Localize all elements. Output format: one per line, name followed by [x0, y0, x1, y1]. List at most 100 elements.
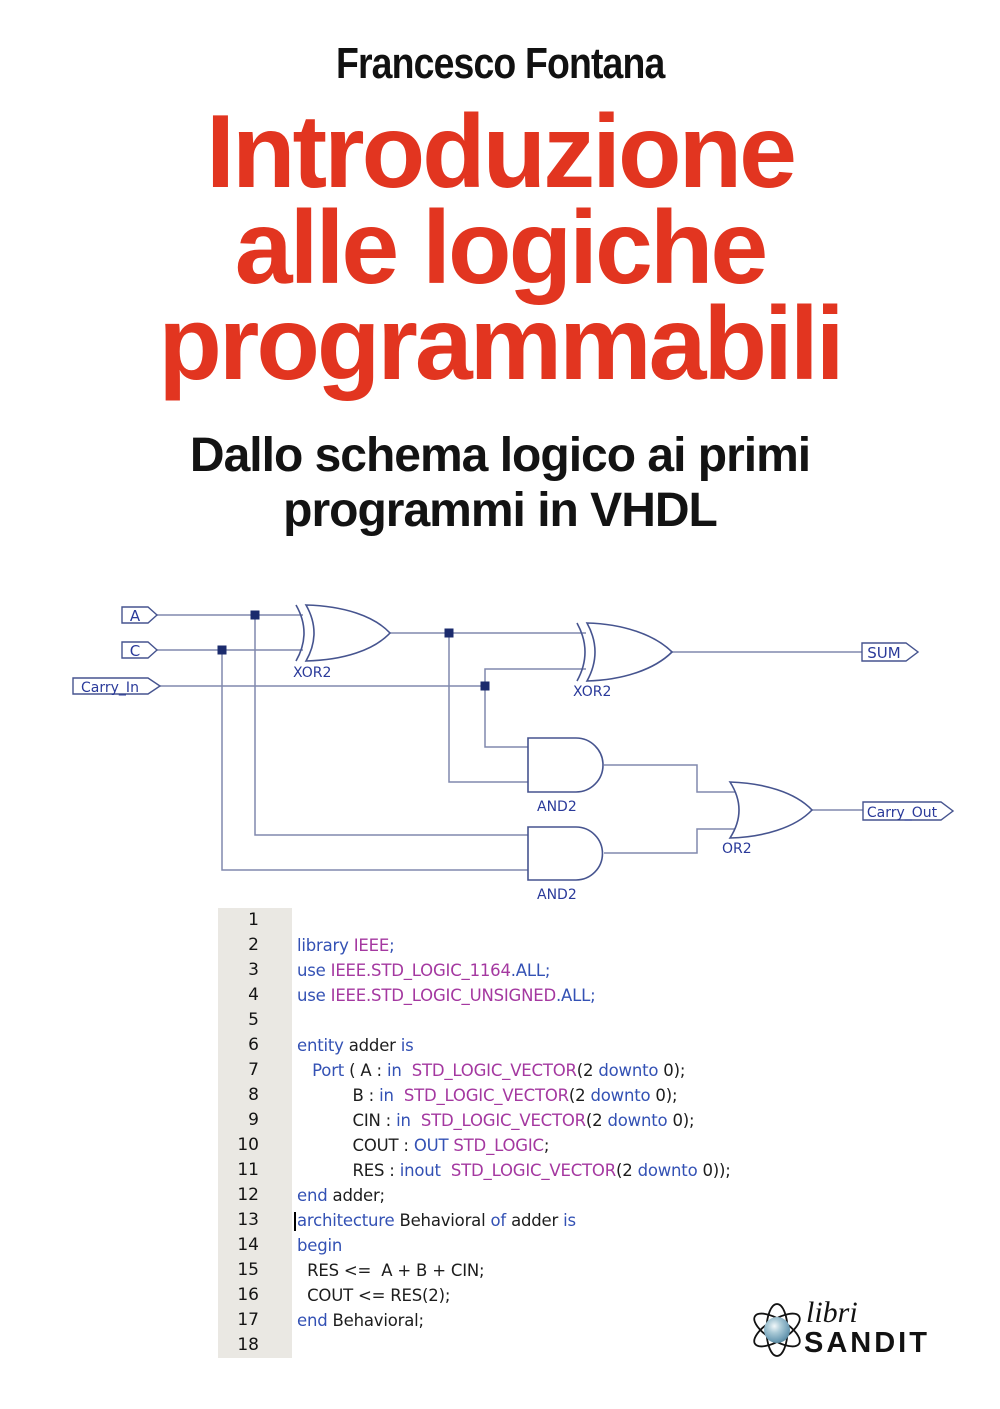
code-token: downto — [607, 1111, 668, 1130]
xor-gate-1: XOR2 — [293, 604, 392, 681]
code-token: end — [297, 1186, 333, 1205]
line-number: 8 — [218, 1083, 292, 1108]
xor1-label: XOR2 — [293, 665, 331, 681]
code-text: COUT : OUT STD_LOGIC; — [292, 1133, 549, 1158]
code-token — [402, 1061, 412, 1080]
title-line-3: programmabili — [158, 286, 844, 402]
port-carry-in-label: Carry_In — [81, 680, 139, 696]
line-number: 11 — [218, 1158, 292, 1183]
subtitle-line-1: Dallo schema logico ai primi — [189, 429, 811, 482]
code-token: ( A : — [349, 1061, 387, 1080]
code-line: 16 COUT <= RES(2); — [218, 1283, 731, 1308]
code-text — [292, 1008, 297, 1033]
line-number: 13 — [218, 1208, 292, 1233]
port-carry-out-label: Carry_Out — [867, 805, 938, 821]
code-text: entity adder is — [292, 1033, 414, 1058]
line-number: 16 — [218, 1283, 292, 1308]
port-sum: SUM — [861, 642, 920, 662]
code-token: architecture — [297, 1211, 400, 1230]
code-token — [441, 1161, 451, 1180]
code-token: in — [396, 1111, 411, 1130]
and2-label: AND2 — [537, 887, 577, 903]
code-token: CIN : — [297, 1111, 397, 1130]
line-number: 1 — [218, 908, 292, 933]
code-token: 0); — [667, 1111, 695, 1130]
line-number: 18 — [218, 1333, 292, 1358]
code-text: library IEEE; — [292, 933, 395, 958]
code-token: in — [379, 1086, 394, 1105]
line-number: 14 — [218, 1233, 292, 1258]
code-token: RES <= A + B + CIN; — [297, 1261, 485, 1280]
code-text: use IEEE.STD_LOGIC_1164.ALL; — [292, 958, 550, 983]
publisher-logo: libri SANDIT — [753, 1296, 930, 1359]
code-token: (2 — [568, 1086, 591, 1105]
atom-icon — [753, 1303, 801, 1357]
line-number: 5 — [218, 1008, 292, 1033]
code-token: IEEE.STD_LOGIC_1164 — [330, 961, 511, 980]
circuit-wires — [157, 614, 863, 871]
code-token: .ALL; — [556, 986, 596, 1005]
code-text: COUT <= RES(2); — [292, 1283, 450, 1308]
code-token: COUT <= RES(2); — [297, 1286, 451, 1305]
port-carry-out: Carry_Out — [862, 801, 955, 821]
code-token: (2 — [576, 1061, 599, 1080]
line-number: 9 — [218, 1108, 292, 1133]
code-token: use — [297, 986, 331, 1005]
code-token: IEEE.STD_LOGIC_UNSIGNED — [330, 986, 557, 1005]
line-number: 4 — [218, 983, 292, 1008]
code-token — [394, 1086, 404, 1105]
code-line: 18 — [218, 1333, 731, 1358]
line-number: 2 — [218, 933, 292, 958]
code-line: 14 begin — [218, 1233, 731, 1258]
code-token: (2 — [585, 1111, 608, 1130]
code-token: inout — [399, 1161, 441, 1180]
code-token: downto — [598, 1061, 659, 1080]
code-line: 12 end adder; — [218, 1183, 731, 1208]
xor-gate-2: XOR2 — [573, 622, 674, 700]
code-token: (2 — [615, 1161, 638, 1180]
code-token: IEEE — [353, 936, 390, 955]
line-number: 12 — [218, 1183, 292, 1208]
code-token: STD_LOGIC_VECTOR — [450, 1161, 616, 1180]
port-a-label: A — [130, 607, 141, 625]
and1-label: AND2 — [537, 799, 577, 815]
logo-sandit-text: SANDIT — [804, 1327, 930, 1359]
code-token: 0)); — [697, 1161, 731, 1180]
code-line: 10 COUT : OUT STD_LOGIC; — [218, 1133, 731, 1158]
code-token: entity — [297, 1036, 349, 1055]
code-text: begin — [292, 1233, 342, 1258]
code-token: STD_LOGIC_VECTOR — [420, 1111, 586, 1130]
code-line: 7 Port ( A : in STD_LOGIC_VECTOR(2 downt… — [218, 1058, 731, 1083]
or-gate: OR2 — [722, 781, 814, 857]
code-text — [292, 908, 297, 933]
code-token: in — [386, 1061, 402, 1080]
title-line-1: Introduzione — [206, 94, 797, 210]
wire-junctions — [217, 610, 490, 691]
code-line: 11 RES : inout STD_LOGIC_VECTOR(2 downto… — [218, 1158, 731, 1183]
code-token: begin — [297, 1236, 343, 1255]
author-name: Francesco Fontana — [0, 38, 1000, 90]
code-token: 0); — [650, 1086, 678, 1105]
port-c-label: C — [130, 642, 140, 660]
or-label: OR2 — [722, 841, 752, 857]
line-number: 17 — [218, 1308, 292, 1333]
code-token: COUT : — [297, 1136, 414, 1155]
logo-libri-text: libri — [806, 1296, 858, 1329]
code-token: Port — [312, 1061, 350, 1080]
line-number: 15 — [218, 1258, 292, 1283]
line-number: 10 — [218, 1133, 292, 1158]
code-line: 15 RES <= A + B + CIN; — [218, 1258, 731, 1283]
line-number: 7 — [218, 1058, 292, 1083]
code-token: STD_LOGIC_VECTOR — [403, 1086, 569, 1105]
code-token: ; — [543, 1136, 550, 1155]
code-token: .ALL; — [510, 961, 551, 980]
author-name-text: Francesco Fontana — [335, 39, 665, 88]
code-text: Port ( A : in STD_LOGIC_VECTOR(2 downto … — [292, 1058, 685, 1083]
code-token: adder; — [332, 1186, 386, 1205]
line-number: 6 — [218, 1033, 292, 1058]
